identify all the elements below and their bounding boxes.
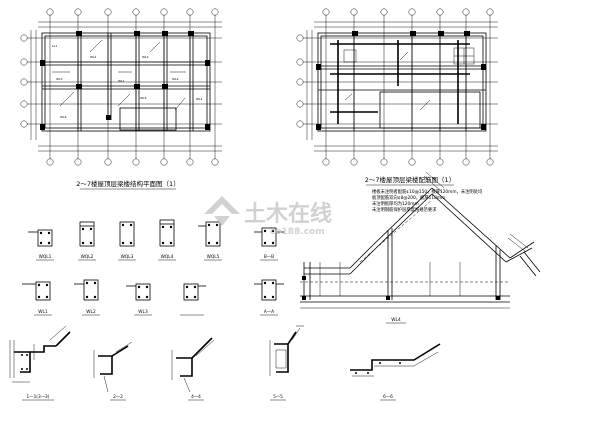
svg-text:LL1: LL1 bbox=[52, 44, 57, 48]
right-floor-plan: 2～7楼屋顶层梁楼配筋图（1） bbox=[296, 8, 498, 186]
watermark-logo: 土木在线 co188.com bbox=[204, 196, 332, 237]
section-label-wql3: WQL3 bbox=[121, 254, 134, 260]
section-label-wl3: WL3 bbox=[138, 309, 148, 315]
house-logo-icon bbox=[204, 196, 240, 226]
section-label-wql5: WQL5 bbox=[207, 254, 220, 260]
section-label-wql2: WQL2 bbox=[81, 254, 94, 260]
svg-text:WL3: WL3 bbox=[56, 77, 63, 81]
section-label-wl1: WL1 bbox=[38, 309, 48, 315]
detail-label-2-2: 2—2 bbox=[113, 394, 123, 400]
svg-text:WL1: WL1 bbox=[90, 55, 97, 59]
detail-label-6-6: 6—6 bbox=[383, 394, 393, 400]
section-label-b-b: B—B bbox=[264, 254, 274, 260]
svg-text:WL1: WL1 bbox=[196, 97, 203, 101]
svg-text:WL5: WL5 bbox=[140, 96, 147, 100]
watermark-main-text: 土木在线 bbox=[244, 201, 332, 227]
svg-text:WL2: WL2 bbox=[142, 55, 149, 59]
watermark-sub-text: co188.com bbox=[270, 227, 325, 237]
detail-label-4-4: 4—4 bbox=[191, 394, 201, 400]
section-label-wl2: WL2 bbox=[86, 309, 96, 315]
detail-label-5-5: 5—5 bbox=[273, 394, 283, 400]
section-label-wql1: WQL1 bbox=[39, 254, 52, 260]
svg-text:WL4: WL4 bbox=[60, 115, 67, 119]
section-label-wql4: WQL4 bbox=[161, 254, 174, 260]
svg-text:WL2: WL2 bbox=[172, 77, 179, 81]
detail-label-1-1: 1—1(3—3) bbox=[27, 394, 50, 400]
svg-text:WL1: WL1 bbox=[118, 79, 125, 83]
general-notes: 楼板未注明者配筋¢10@150，板厚120mm，未注明处均 板顶配筋双向¢8@2… bbox=[372, 188, 482, 213]
left-plan-title: 2～7楼屋顶层梁楼结构平面图（1） bbox=[76, 179, 179, 188]
note-line-2: 板顶配筋双向¢8@200，板厚110mm bbox=[372, 194, 445, 201]
note-line-1: 楼板未注明者配筋¢10@150，板厚120mm，未注明处均 bbox=[372, 188, 482, 195]
right-plan-title: 2～7楼屋顶层梁楼配筋图（1） bbox=[365, 175, 455, 184]
roof-elevation-wl4: WL4 bbox=[300, 171, 541, 324]
bottom-details: 1—1(3—3) 2—2 4—4 5—5 6—6 bbox=[9, 325, 441, 401]
elevation-label-wl4: WL4 bbox=[391, 317, 401, 323]
note-line-4: 未注明钢筋保护层厚度按规范要求 bbox=[372, 206, 437, 213]
beam-sections-row2: WL1 WL2 WL3 A—A bbox=[22, 279, 284, 316]
note-line-3: 未注明板厚均为120mm bbox=[372, 200, 419, 207]
beam-sections-row1: WQL1 WQL2 WQL3 WQL4 WQL5 B—B bbox=[28, 219, 284, 261]
section-label-a-a: A—A bbox=[264, 309, 274, 315]
